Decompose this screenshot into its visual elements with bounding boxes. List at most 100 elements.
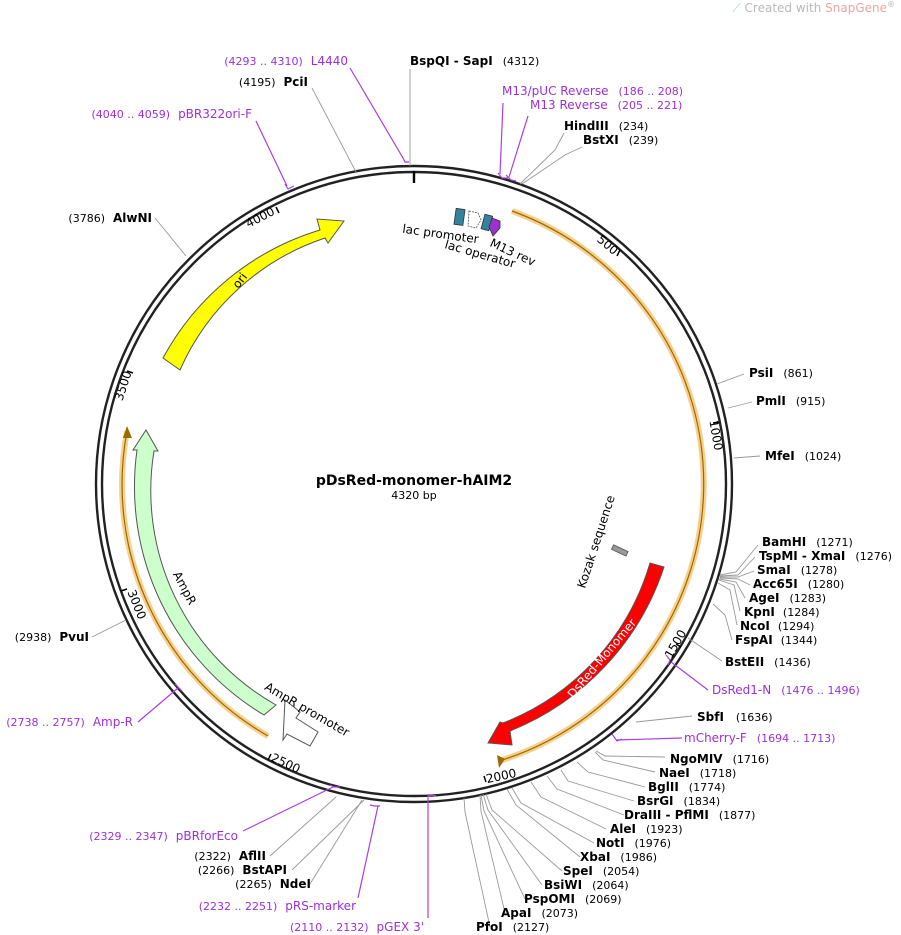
site-draiii-pos: (1877) [719,809,756,822]
tick-4000-mark [275,206,280,214]
site-ngomiv-pos: (1716) [733,753,770,766]
site-bsrgi-name: BsrGI [637,794,674,808]
tick-2500-mark [267,753,272,761]
site-bstxi: BstXI(239) [583,133,658,147]
site-pspomi-pos: (2069) [585,893,622,906]
site-alwni: (3786)AlwNI [68,211,152,225]
site-sbfi-pos: (1636) [736,711,773,724]
site-ngomiv: NgoMIV (1716) [670,752,769,766]
site-leader-lines [91,69,761,928]
leader-kpni [718,579,741,612]
backbone-outer-strand [94,164,734,804]
site-xbai: XbaI(1986) [580,850,657,864]
primer-ampr: (2738 .. 2757)Amp-R [6,715,133,729]
primer-prs: (2232 .. 2251)pRS-marker [199,899,356,913]
primer-leader-lines [137,67,709,918]
site-ngomiv-name: NgoMIV [670,752,723,766]
primer-pbr322-range: (4040 .. 4059) [92,108,171,121]
leader-tspmi [719,556,756,577]
site-tspmi-pos: (1276) [855,550,892,563]
site-pfoi: PfoI(2127) [476,920,549,934]
primer-m13rev: M13 Reverse(205 .. 221) [530,98,682,112]
primer-m13puc-name: M13/pUC Reverse [502,84,609,98]
primer-ampr-name: Amp-R [93,715,133,729]
site-psii: PsiI(861) [749,366,813,380]
leader-ngomiv [595,750,666,758]
plasmid-title: pDsRed-monomer-hAIM2 4320 bp [316,473,512,502]
primer-mcherry-range: (1694 .. 1713) [757,732,836,745]
primer-l4440-mark [401,155,409,163]
leader-bstapi [291,799,365,871]
leader-pcii [311,87,357,173]
tick-2000: 2000 [485,766,518,786]
site-agei-name: AgeI [749,591,779,605]
primer-dsred-range: (1476 .. 1496) [781,684,860,697]
orf-arc-left-line [121,430,269,737]
site-smai-pos: (1278) [801,564,838,577]
site-noti-name: NotI [596,836,625,850]
leader-bamhi [719,544,759,576]
primer-pgex-name: pGEX 3' [377,920,424,934]
leader-draiii [546,775,625,816]
site-draiii-name2: PflMI [675,808,709,822]
site-bsiwi-pos: (2064) [592,879,629,892]
orf-arcs [119,208,707,768]
site-bstapi-name: BstAPI [242,863,287,877]
primer-pgex-mark [427,794,437,797]
primer-mcherry-leader [615,737,683,741]
site-aflii-pos: (2322) [194,850,231,863]
primer-m13puc-leader [499,102,504,175]
site-alei-name: AleI [610,822,636,836]
primer-ampr-mark [174,683,183,692]
primer-m13rev-leader [508,115,529,178]
site-pcii: (4195) PciI [239,75,308,89]
site-agei-pos: (1283) [789,592,826,605]
site-pvui-pos: (2938) [15,631,52,644]
site-apai-name: ApaI [501,906,531,920]
site-mfei-name: MfeI [765,449,795,463]
site-alei: AleI(1923) [610,822,683,836]
leader-smai [720,570,755,578]
plasmid-name: pDsRed-monomer-hAIM2 [316,473,512,489]
site-alwni-pos: (3786) [68,212,105,225]
site-bspqi-pos: (4312) [503,55,540,68]
primer-pbrforeco-mark [329,784,340,788]
primer-m13rev-range: (205 .. 221) [618,99,683,112]
tick-500: 500 [594,232,621,257]
site-tspmi-name2: XmaI [811,549,845,563]
site-xbai-name: XbaI [580,850,610,864]
primer-pbrforeco: (2329 .. 2347)pBRforEco [89,829,238,843]
leader-bglii [576,761,646,788]
primer-mcherry-name: mCherry-F [684,731,747,745]
site-smai-name: SmaI [757,563,791,577]
leader-ndei [309,799,363,885]
primer-dsred-name: DsRed1-N [712,683,771,697]
site-kpni: KpnI(1284) [744,605,819,619]
primer-pgex-range: (2110 .. 2132) [290,921,369,934]
site-pmli-pos: (915) [796,395,826,408]
feature-ampr-promoter [282,698,319,747]
primer-dsred: DsRed1-N (1476 .. 1496) [712,683,860,697]
primer-mcherry: mCherry-F (1694 .. 1713) [684,731,835,745]
tick-2500: 2500 [269,751,303,777]
orf-arc-right [498,208,707,764]
site-bglii-name: BglII [648,780,679,794]
tick-1000-mark [712,421,720,424]
site-mfei: MfeI(1024) [765,449,841,463]
site-pcii-pos: (4195) [239,76,276,89]
tick-3000-mark [120,588,128,592]
leader-aflii [269,796,337,857]
primer-l4440-name: L4440 [311,54,348,68]
leader-mfei [733,455,761,459]
site-pmli-name: PmlI [756,394,786,408]
primer-l4440-leader [349,67,404,159]
site-apai-pos: (2073) [541,907,578,920]
site-pfoi-pos: (2127) [513,921,550,934]
site-noti-pos: (1976) [635,837,672,850]
site-pcii-name: PciI [284,75,309,89]
primer-dsred-mark [665,654,671,666]
leader-acc65i [719,577,751,586]
primer-ampr-leader [137,687,179,723]
site-bamhi-name: BamHI [762,535,806,549]
site-kpni-pos: (1284) [783,606,820,619]
